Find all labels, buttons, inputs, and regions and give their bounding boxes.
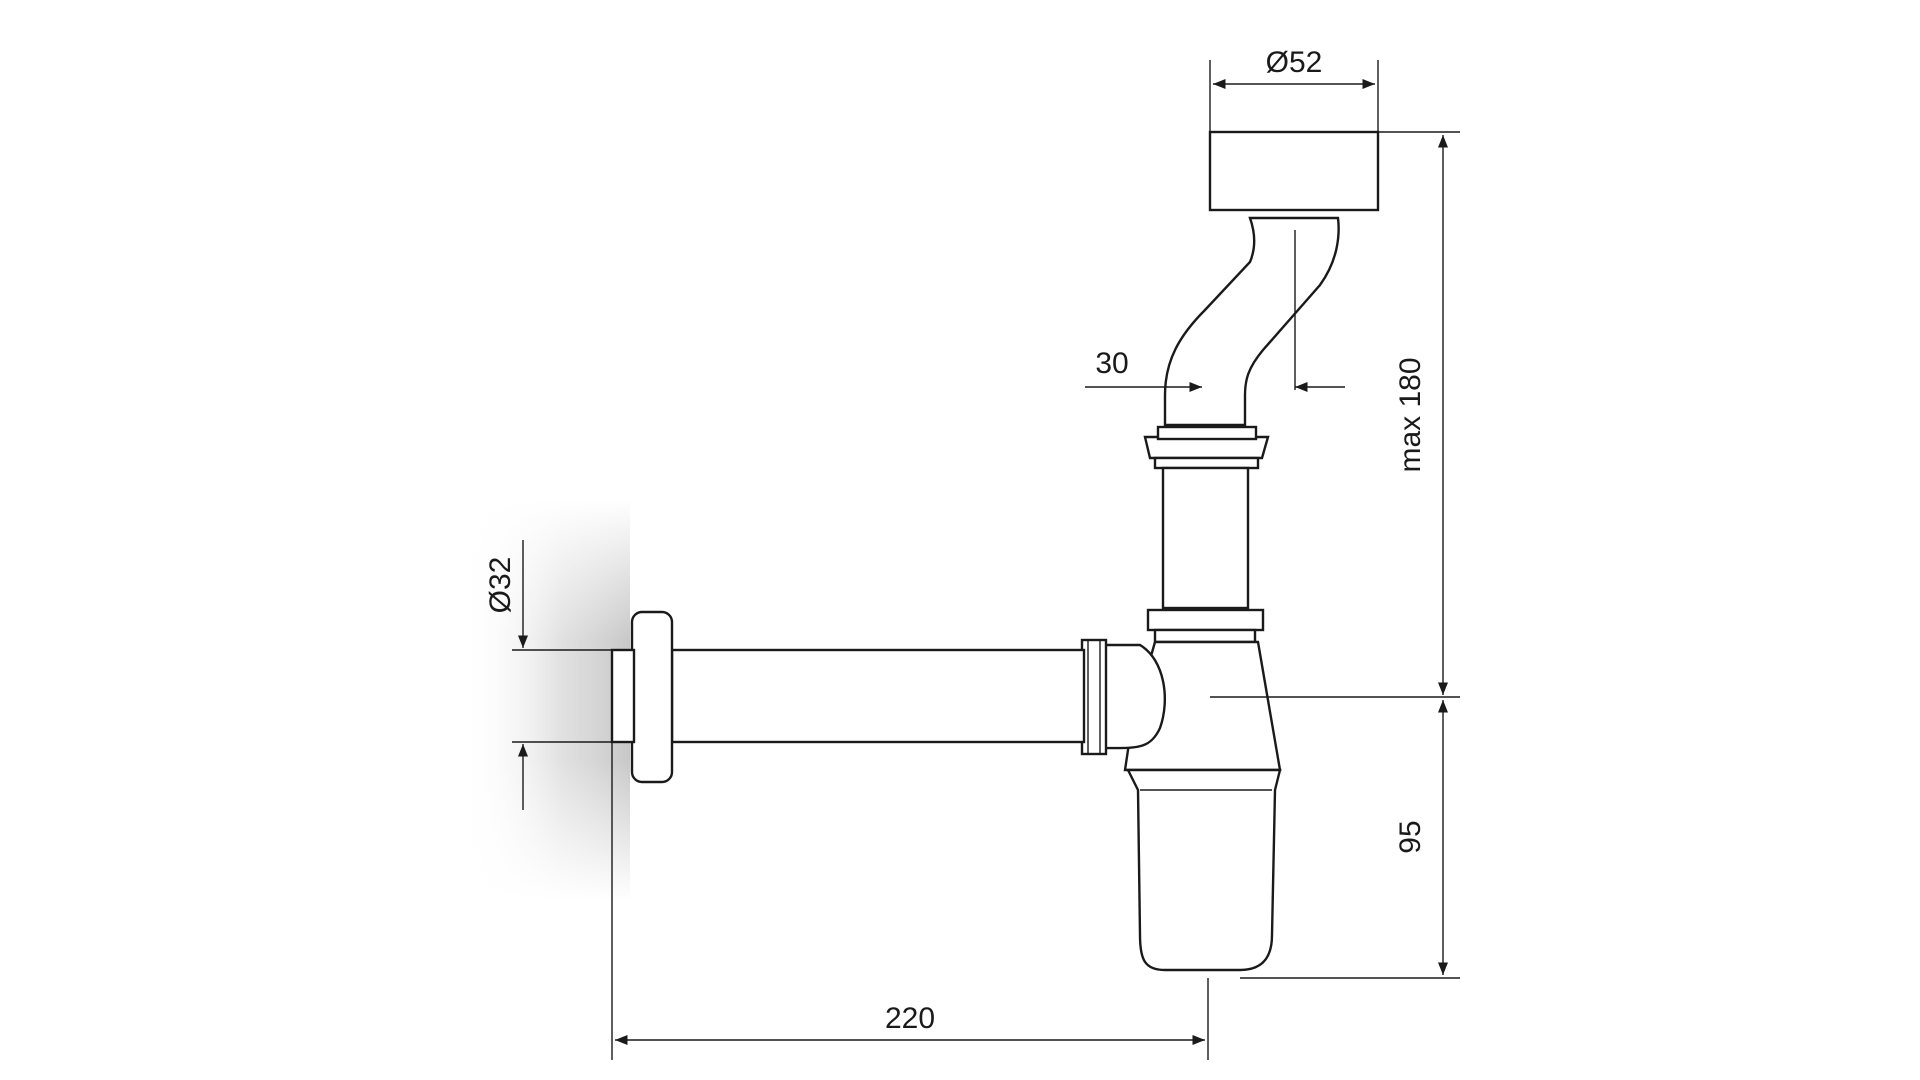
dim-trap-depth: 95 (1240, 700, 1460, 979)
wall-flange (630, 610, 674, 784)
wall-shading (460, 500, 630, 900)
dim-offset-label: 30 (1095, 347, 1128, 380)
inlet-cap (1208, 130, 1380, 212)
dim-wall-distance: 220 (611, 742, 1209, 1060)
s-bend-pipe (1163, 216, 1340, 427)
bottle-cup (1126, 768, 1282, 972)
dim-inlet-diameter-label: Ø52 (1266, 46, 1323, 79)
dim-outlet-diameter-label: Ø32 (484, 557, 517, 614)
trap-body (610, 130, 1380, 972)
vertical-tube (1161, 466, 1250, 610)
outlet-pipe (670, 648, 1086, 744)
dim-height-max: max 180 (1378, 131, 1460, 695)
dim-outlet-diameter: Ø32 (484, 540, 612, 810)
dim-inlet-diameter: Ø52 (1209, 46, 1379, 132)
side-nut (1080, 638, 1108, 756)
dim-offset: 30 (1085, 347, 1345, 393)
side-socket (1103, 643, 1167, 750)
dim-wall-distance-label: 220 (885, 1002, 935, 1035)
dim-height-max-label: max 180 (1394, 357, 1427, 472)
wall-stub (610, 648, 636, 744)
lower-nut (1146, 608, 1265, 632)
dim-trap-depth-label: 95 (1394, 820, 1427, 853)
